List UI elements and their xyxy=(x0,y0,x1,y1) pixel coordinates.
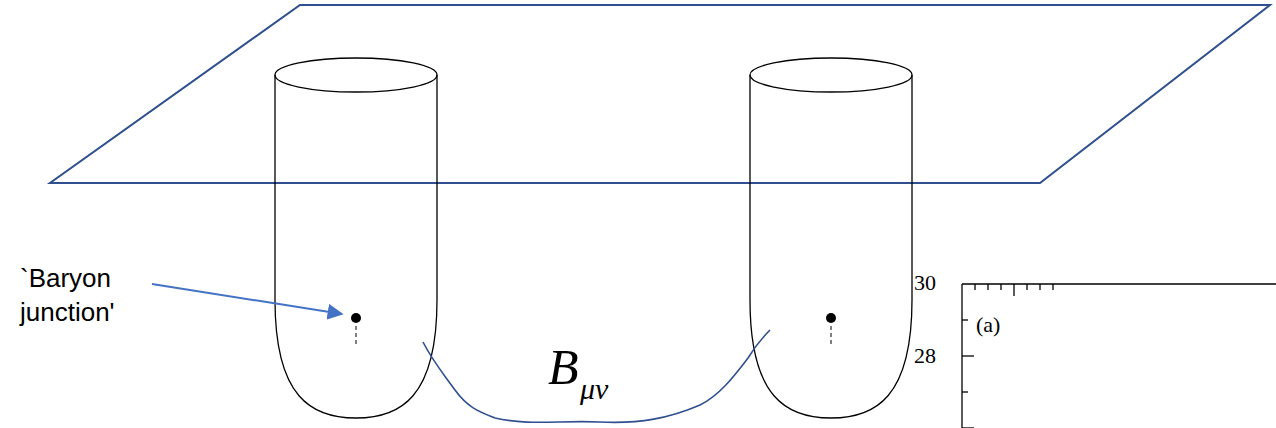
chart-fragment xyxy=(962,284,1276,428)
panel-label: (a) xyxy=(976,314,1000,336)
field-subscript: μν xyxy=(580,374,608,404)
leader-arrow xyxy=(152,284,342,314)
junction-dot xyxy=(351,313,836,346)
field-symbol: B xyxy=(548,342,579,392)
left-tube xyxy=(275,58,437,418)
axis-tick-label: 30 xyxy=(914,272,936,294)
plane xyxy=(50,5,1270,183)
axis-tick-label: 28 xyxy=(914,345,936,367)
right-tube xyxy=(750,58,912,418)
callout-label: `Baryon junction' xyxy=(20,262,170,330)
string-line xyxy=(423,330,770,422)
